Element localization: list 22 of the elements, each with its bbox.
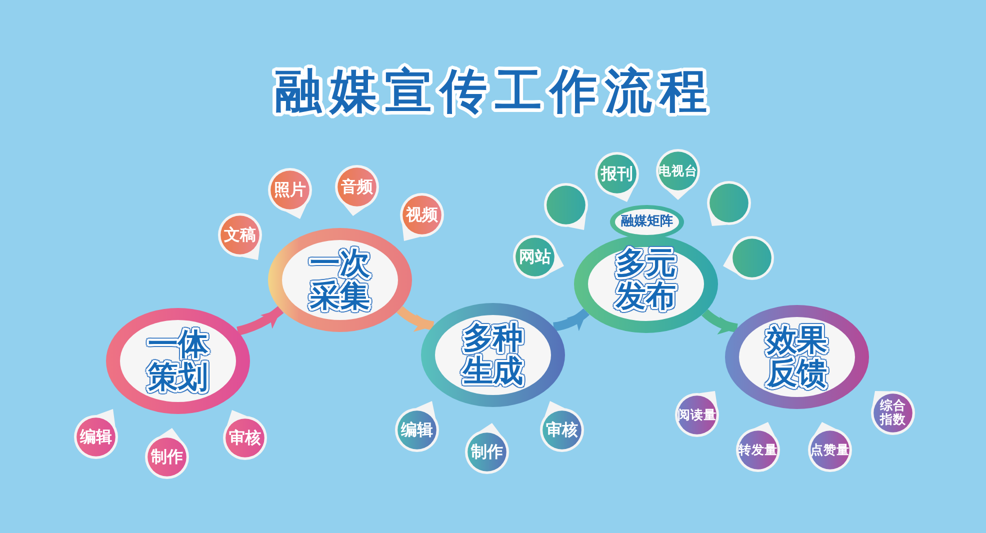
speech-bubble: 阅读量 xyxy=(675,391,719,437)
speech-bubble: 综合指数 xyxy=(871,391,915,435)
speech-bubble xyxy=(707,181,751,226)
step-title: 多元发布 xyxy=(614,247,677,313)
flow-arrow xyxy=(236,306,284,336)
step-ellipse xyxy=(268,228,412,332)
page-title: 融媒宣传工作流程 xyxy=(274,66,715,118)
speech-bubble xyxy=(544,183,588,230)
flow-arrow xyxy=(396,306,434,332)
step-ellipse xyxy=(574,205,718,333)
step-title: 一体策划 xyxy=(147,328,209,394)
flow-arrow xyxy=(702,309,738,334)
flow-arrow xyxy=(552,308,590,332)
step-title: 一次采集 xyxy=(309,247,371,313)
step-title: 多种生成 xyxy=(461,322,524,388)
heading-label: 融媒矩阵 xyxy=(621,214,673,230)
step-title: 效果反馈 xyxy=(766,324,828,390)
step-ellipse xyxy=(725,305,869,409)
step-ellipse xyxy=(421,303,565,407)
step-ellipse xyxy=(106,308,250,414)
speech-bubble xyxy=(723,236,774,280)
speech-bubble: 文稿 xyxy=(218,213,262,260)
